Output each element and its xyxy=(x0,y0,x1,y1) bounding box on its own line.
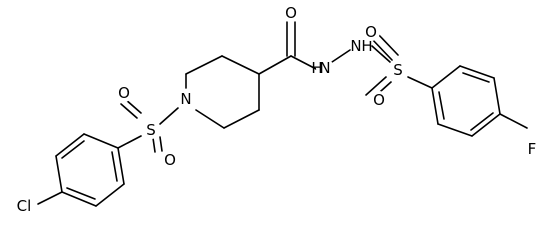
bond-s-left-o-top-a xyxy=(120,103,138,119)
bond-f-ring-inner-2 xyxy=(470,112,494,131)
atom-o-right-bottom: O xyxy=(373,91,385,109)
bond-cl-ring-inner-3 xyxy=(111,151,118,182)
atom-h-hydrazide-1: H xyxy=(311,59,322,77)
bond-n-n xyxy=(331,49,351,63)
bond-cl-ring-5 xyxy=(95,183,125,207)
bond-cl-ring-6 xyxy=(117,147,125,185)
bond-pip-3 xyxy=(195,109,225,129)
atom-o-left-bottom: O xyxy=(164,151,176,169)
bond-f-ring-5 xyxy=(437,123,473,137)
bond-f-ring-3 xyxy=(493,77,501,115)
bond-cl-ring-inner-2 xyxy=(66,187,96,200)
bond-s-left-o-bottom-b xyxy=(159,136,163,152)
bond-ring-to-cl xyxy=(37,191,63,205)
bond-s-left-o-bottom-a xyxy=(152,137,156,153)
atom-n-hydrazide-1: N xyxy=(319,59,330,77)
bond-s-left-o-top-b xyxy=(124,98,142,114)
bond-s-right-aryl xyxy=(407,76,433,89)
bond-cl-ring-2 xyxy=(55,133,85,157)
bond-cl-ring-1 xyxy=(83,133,119,149)
bond-pip-6 xyxy=(221,55,260,75)
bond-pip-5 xyxy=(185,55,223,75)
bond-s-right-o-bottom-b xyxy=(365,76,387,96)
atom-s-right: S xyxy=(393,61,403,79)
atom-n-piperidine: N xyxy=(180,90,191,108)
atom-o-left-top: O xyxy=(118,84,130,102)
atom-n-hydrazide-2: N xyxy=(350,37,361,55)
bond-f-ring-2 xyxy=(459,65,495,79)
molecule-structure-diagram: O N H N H S O O F N S O O Cl xyxy=(13,4,541,217)
bond-pip-2 xyxy=(223,109,260,129)
atom-o-right-top: O xyxy=(365,23,377,41)
atom-f: F xyxy=(528,140,537,158)
bond-f-ring-4 xyxy=(471,113,501,137)
atom-labels: O N H N H S O O F N S O O Cl xyxy=(13,4,541,217)
bond-cl-ring-4 xyxy=(61,191,97,207)
bond-cl-ring-inner-1 xyxy=(61,140,85,159)
bond-cl-ring-3 xyxy=(55,155,63,193)
bond-f-ring-inner-1 xyxy=(462,72,490,83)
bond-carbonyl-to-c4 xyxy=(258,55,292,75)
bond-f-ring-1 xyxy=(431,65,461,89)
atom-h-hydrazide-2: H xyxy=(361,37,372,55)
bond-n-pip-s-left xyxy=(159,107,179,125)
bond-ring-to-f xyxy=(499,113,528,129)
bond-s-right-o-top-a xyxy=(370,37,393,61)
atom-s-left: S xyxy=(146,121,156,139)
bond-f-ring-inner-3 xyxy=(438,91,445,120)
bond-s-left-aryl xyxy=(117,135,142,149)
bond-s-right-o-top-b xyxy=(376,32,399,56)
atom-cl: Cl xyxy=(17,197,32,215)
bond-f-ring-6 xyxy=(431,87,439,125)
atom-o-carbonyl: O xyxy=(285,4,297,22)
bond-n-s-right xyxy=(371,45,391,63)
bonds xyxy=(37,21,528,207)
bond-carbonyl-to-nh xyxy=(290,55,319,71)
